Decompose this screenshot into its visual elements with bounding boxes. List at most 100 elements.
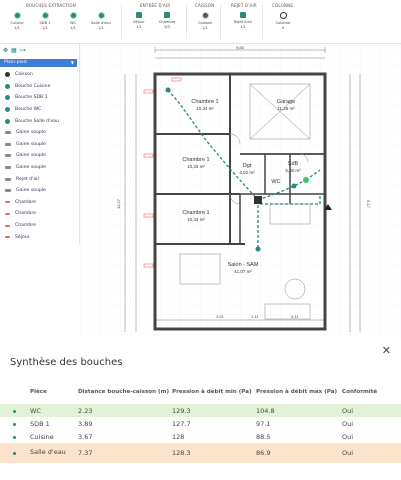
bouche-icon [41,12,49,19]
caisson-icon [5,72,10,78]
col-piece: Pièce [30,389,47,395]
bouche-marker[interactable] [291,183,297,189]
colonne-icon [279,12,287,19]
grid-icon[interactable]: ▦ [11,47,17,54]
toolbar-item-chambre[interactable]: Chambre 3/3 [156,12,178,29]
table-row[interactable]: SDB 1 3.89 127.7 97.1 Oui [0,417,401,430]
toolbar-item-sdb1[interactable]: SDB 1 1/1 [34,12,56,30]
tree-item[interactable]: Caisson [0,69,78,81]
gaine-icon [5,131,11,135]
entree-air-icon [136,12,142,18]
bouche-icon [5,107,10,113]
room-name: Garage [277,99,295,105]
room-icon [5,201,10,204]
table-row[interactable]: Cuisine 3.67 128 88.5 Oui [0,430,401,443]
bouche-marker[interactable] [303,177,309,183]
caisson-marker[interactable] [254,196,262,204]
tree-list: Caisson Bouche Cuisine Bouche SDB 1 Bouc… [0,69,78,243]
room-labels: Chambre 1 10,34 m² Garage 11,25 m² Dgt 4… [182,99,301,274]
group-title: REJET D'AIR [231,3,257,8]
tree-item[interactable]: Gaine souple [0,150,78,162]
entree-air-marker[interactable] [143,89,154,94]
group-bouches-extraction: BOUCHES EXTRACTION Cuisine 1/1 SDB 1 1/1… [6,3,122,41]
tree-item[interactable]: Bouche Salle d'eau [0,115,78,127]
tree-item[interactable]: Bouche WC [0,104,78,116]
col-distance: Distance bouche-caisson (m) [78,389,170,395]
room-area: 11,25 m² [277,106,295,111]
walls [153,72,327,331]
room-area: 41,07 m² [234,269,252,274]
sidebar: ✥ ▦ ⊶ Plain-pied ▼ Caisson Bouche Cuisin… [0,44,80,244]
tree-item[interactable]: Chambre [0,220,78,232]
tree-item[interactable]: Gaine souple [0,127,78,139]
toolbar-item-wc[interactable]: WC 1/1 [62,12,84,30]
bouche-icon [97,12,105,19]
dim-right: 9,17 [366,200,371,209]
tree-item[interactable]: Chambre [0,197,78,209]
bouche-icon [69,12,77,19]
room-area: 5,30 m² [285,168,301,173]
dim-bottom: 1,11 [251,314,259,319]
room-name: Chambre 1 [182,157,209,163]
room-name: Chambre 1 [182,210,209,216]
move-icon[interactable]: ✥ [3,47,9,54]
room-name: Salon - SAM [228,262,259,268]
dim-left: 10,27 [116,198,121,209]
tree-item[interactable]: Bouche Cuisine [0,81,78,93]
entree-air-marker[interactable] [143,213,154,218]
rejet-marker[interactable] [324,204,332,210]
col-pmin: Pression à débit min (Pa) [172,389,252,395]
divider [121,5,122,39]
toolbar-item-cuisine[interactable]: Cuisine 1/1 [6,12,28,30]
bouche-icon [5,118,10,124]
toolbar-item-salle-deau[interactable]: Salle d'eau 1/1 [90,12,112,30]
dim-bottom: 6,11 [291,314,299,319]
dimension-texts: 9,85 9,17 10,27 3,21 1,11 6,11 [116,45,371,319]
tree-item[interactable]: Bouche SDB 1 [0,92,78,104]
group-title: COLONNE [272,3,294,8]
floor-plan-canvas[interactable]: Chambre 1 10,34 m² Garage 11,25 m² Dgt 4… [80,44,401,344]
status-dot [13,422,16,426]
group-entree-air: ENTRÉE D'AIR Séjour 1/1 Chambre 3/3 [128,3,187,41]
floor-plan-svg: Chambre 1 10,34 m² Garage 11,25 m² Dgt 4… [80,44,401,344]
bouche-icon [5,95,10,101]
status-dot [13,452,16,455]
group-colonne: COLONNE Colonne 0 [270,3,300,41]
toolbar-item-rejet-air[interactable]: Rejet d'air 1/1 [232,12,254,29]
toolbar-item-sejour[interactable]: Séjour 1/1 [128,12,150,29]
toolbar-item-caisson[interactable]: Caisson 1/1 [194,12,216,30]
tree-item[interactable]: Gaine souple [0,139,78,151]
toolbar-item-colonne[interactable]: Colonne 0 [272,12,294,30]
tree-item[interactable]: Rejet d'air [0,173,78,185]
dim-bottom: 3,21 [216,314,225,319]
room-area: 10,34 m² [196,106,214,111]
close-icon: ✕ [381,344,391,357]
gaine-icon [5,154,11,158]
group-caisson: CAISSON Caisson 1/1 [192,3,221,41]
entree-air-marker[interactable] [143,153,154,158]
chevron-down-icon: ▼ [70,60,74,65]
group-title: CAISSON [195,3,215,8]
bouche-marker[interactable] [165,87,171,93]
dim-top: 9,85 [236,45,245,50]
table-row[interactable]: Salle d'eau 7.37 128.3 86.9 Oui [0,443,401,463]
tree-item[interactable]: Chambre [0,208,78,220]
entree-air-marker[interactable] [143,263,154,268]
status-dot [13,409,16,413]
table-header: Pièce Distance bouche-caisson (m) Pressi… [0,380,401,404]
col-pmax: Pression à débit max (Pa) [256,389,338,395]
entree-air-marker[interactable] [171,77,182,82]
room-area: 4,02 m² [239,170,255,175]
gaine-icon [5,189,11,193]
tree-icon[interactable]: ⊶ [19,47,26,54]
tree-item[interactable]: Gaine souple [0,162,78,174]
tree-item[interactable]: Séjour [0,231,78,243]
bouche-marker[interactable] [255,246,261,252]
divider [220,5,221,39]
level-header[interactable]: Plain-pied ▼ [0,59,77,67]
close-button[interactable]: ✕ [382,344,391,357]
table-row[interactable]: WC 2.23 129.3 104.8 Oui [0,404,401,417]
tree-item[interactable]: Gaine souple [0,185,78,197]
room-name: SdB [288,161,299,167]
entree-air-markers [143,77,182,268]
